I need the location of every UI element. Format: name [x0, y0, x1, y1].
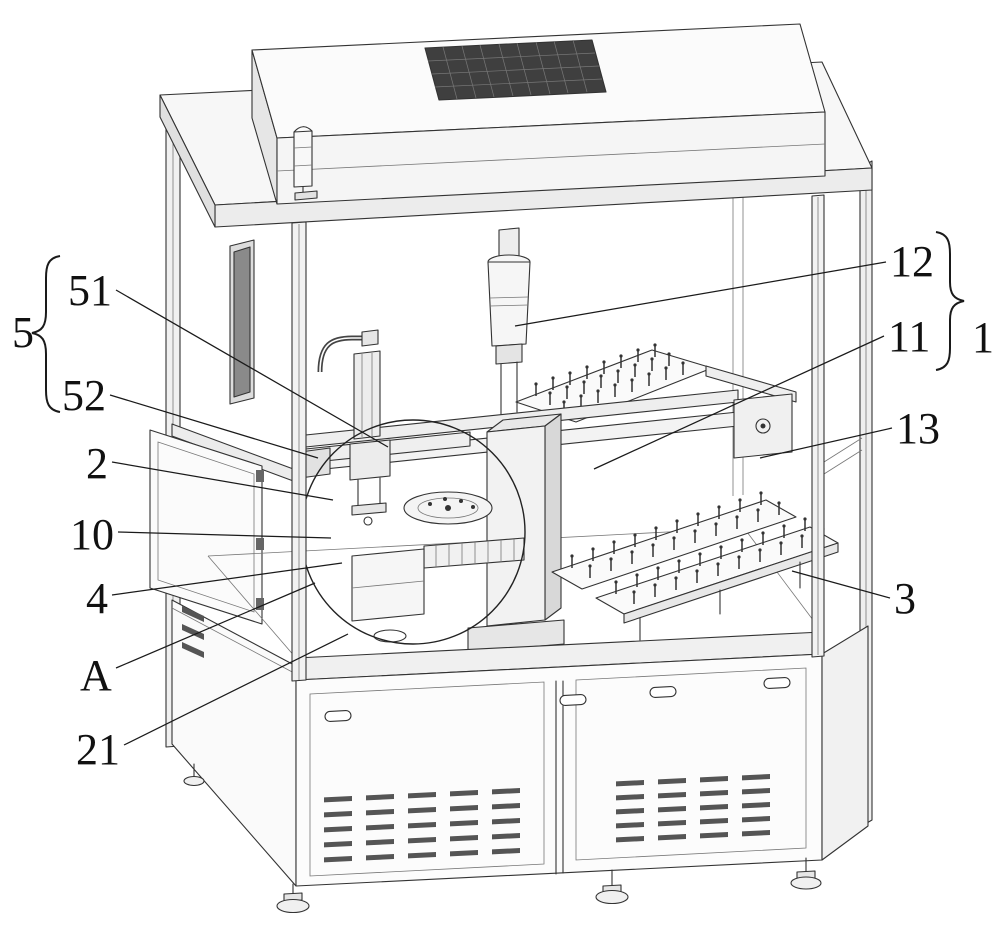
leader-11 [593, 335, 885, 470]
turntable [403, 491, 493, 525]
label-3: 3 [894, 574, 916, 623]
cabinet-door-left[interactable] [309, 681, 545, 877]
leader-4 [111, 562, 343, 596]
leader-3 [791, 570, 891, 599]
label-12: 12 [890, 237, 934, 286]
label-51: 51 [68, 266, 112, 315]
label-1: 1 [972, 313, 994, 362]
lower-cabinet [171, 599, 823, 887]
leader-21 [123, 633, 349, 746]
label-4: 4 [86, 574, 108, 623]
label-52: 52 [62, 371, 106, 420]
open-side-door [149, 429, 264, 625]
label-A: A [80, 651, 112, 700]
fixture-box [351, 548, 425, 622]
leader-52 [109, 394, 319, 459]
label-21: 21 [76, 725, 120, 774]
cabinet-door-right[interactable] [575, 667, 807, 861]
leader-12 [514, 261, 887, 327]
leader-lines [31, 231, 965, 746]
rail-end-block [733, 393, 793, 459]
leader-51 [115, 289, 389, 448]
side-window-panel [229, 239, 255, 405]
label-5: 5 [12, 308, 34, 357]
frame-front-posts [291, 194, 825, 682]
label-11: 11 [888, 312, 930, 361]
pin-trays [551, 490, 839, 641]
reference-numerals: 51 5 52 2 10 4 A 21 12 11 1 13 3 [12, 237, 994, 774]
cabinet-right-face [821, 437, 869, 861]
leader-2 [111, 461, 334, 501]
label-10: 10 [70, 510, 114, 559]
machine-feet [183, 763, 822, 914]
label-2: 2 [86, 439, 108, 488]
signal-lamp [293, 126, 318, 201]
leader-A [115, 582, 316, 669]
leader-10 [117, 531, 332, 539]
brace-left-5 [31, 255, 61, 413]
arm-assembly [295, 329, 471, 526]
brace-right-1 [935, 231, 965, 371]
leader-13 [759, 427, 893, 459]
central-column [467, 413, 565, 653]
door-latches[interactable] [324, 677, 791, 722]
label-13: 13 [896, 404, 940, 453]
vent-grid [424, 39, 607, 101]
camera-cylinder [487, 227, 531, 415]
